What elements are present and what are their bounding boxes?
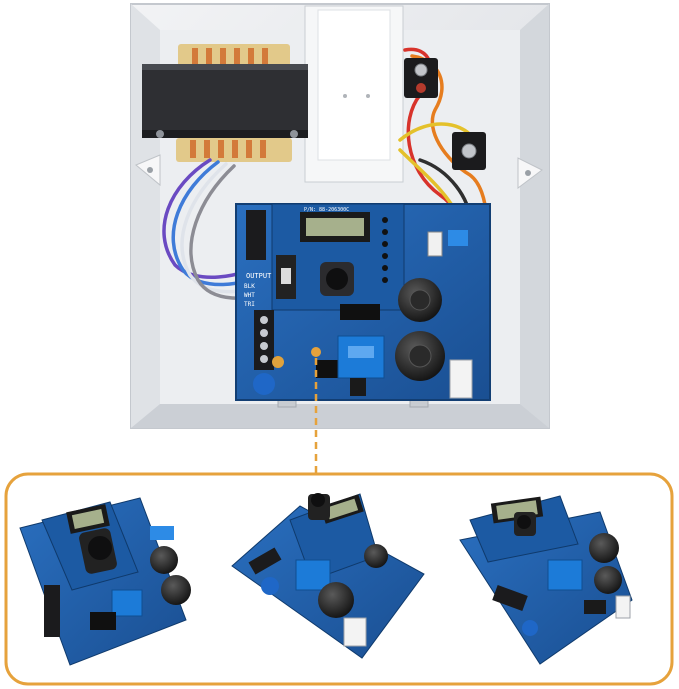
capacitor-icon [395, 278, 445, 381]
label-output: OUTPUT [246, 272, 272, 280]
board-view-1 [19, 497, 191, 666]
board-view-2 [231, 493, 425, 659]
board-view-3 [459, 495, 633, 665]
lcd-model-label: P/N: 88-206300C [304, 207, 349, 213]
label-wht: WHT [244, 292, 255, 299]
label-tri: TRI [244, 301, 255, 308]
label-blk: BLK [244, 283, 255, 290]
terminal-block-icon [404, 58, 486, 170]
metal-bracket [304, 5, 404, 183]
transformer-icon [142, 44, 308, 162]
main-circuit-board: P/N: 88-206300C [235, 203, 491, 401]
